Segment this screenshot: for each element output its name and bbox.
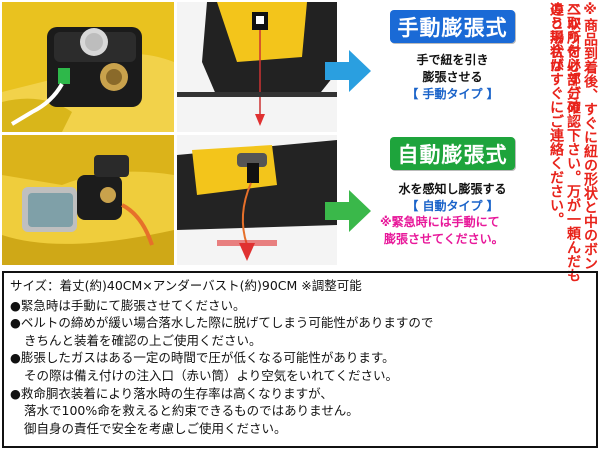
- bullet-4-line-2: 落水で100%命を救えると約束できるものではありません。: [24, 403, 359, 419]
- warning-line1: ※緊急時には手動にて: [380, 215, 500, 229]
- note-column-1: ※商品到着後、すぐに紐の形状と中のボンベ取り付け部分の: [565, 2, 598, 270]
- note-column-2: 二か所を必ずご確認下さい。万が一頼んだものと形状が: [548, 2, 581, 282]
- bullet-2-line-1: ●ベルトの締めが緩い場合落水した際に脱げてしまう可能性がありますので: [10, 315, 434, 331]
- size-line: サイズ：着丈(約)40CM×アンダーバスト(約)90CM ※調整可能: [10, 278, 362, 293]
- arrival-check-note: ※商品到着後、すぐに紐の形状と中のボンベ取り付け部分の 二か所を必ずご確認下さい…: [547, 2, 598, 282]
- manual-description: 手で紐を引き 膨張させる 【 手動タイプ 】: [380, 52, 525, 103]
- bullet-4-line-1: ●救命胴衣装着により落水時の生存率は高くなりますが、: [10, 385, 333, 401]
- manual-type-badge: 手動膨張式: [390, 10, 515, 43]
- warning-line2: 膨張させてください。: [384, 232, 504, 246]
- auto-vest-photo: [177, 135, 337, 265]
- manual-warning: ※緊急時には手動にて 膨張させてください。: [380, 214, 530, 248]
- auto-type-badge: 自動膨張式: [390, 137, 515, 170]
- auto-description: 水を感知し膨張する 【 自動タイプ 】: [375, 181, 530, 215]
- auto-type-tag: 【 自動タイプ 】: [406, 199, 499, 213]
- manual-type-tag: 【 手動タイプ 】: [406, 87, 499, 101]
- manual-vest-photo: [177, 2, 337, 132]
- arrow-right-icon: [325, 190, 371, 232]
- bullet-2-line-2: きちんと装着を確認の上ご使用ください。: [24, 332, 262, 348]
- product-info-box: サイズ：着丈(約)40CM×アンダーバスト(約)90CM ※調整可能 ●緊急時は…: [2, 271, 598, 448]
- bullet-4-line-3: 御自身の責任で安全を考慮しご使用ください。: [24, 420, 287, 436]
- bullet-3-line-2: その際は備え付けの注入口（赤い筒）より空気をいれてください。: [24, 367, 399, 383]
- manual-inflator-closeup-photo: [2, 2, 174, 132]
- bullet-1-line-1: ●緊急時は手動にて膨張させてください。: [10, 297, 246, 313]
- manual-line2: 膨張させる: [422, 70, 483, 84]
- auto-inflator-closeup-photo: [2, 135, 174, 265]
- note-column-3: 違う場合はすぐにご連絡ください。: [548, 2, 564, 226]
- arrow-right-icon: [325, 50, 371, 92]
- manual-line1: 手で紐を引き: [416, 53, 489, 67]
- bullet-3-line-1: ●膨張したガスはある一定の時間で圧が低くなる可能性があります。: [10, 350, 395, 366]
- auto-line1: 水を感知し膨張する: [398, 182, 507, 196]
